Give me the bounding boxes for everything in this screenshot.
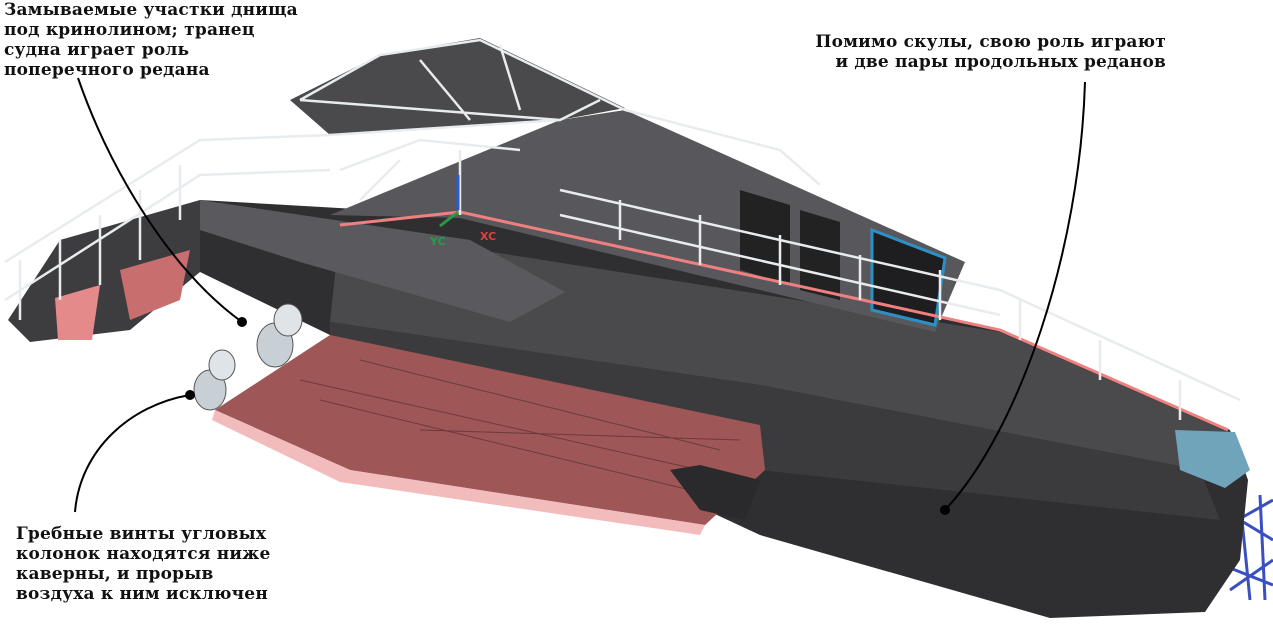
cabin-roof (290, 38, 625, 135)
bottom-washed-area (215, 335, 765, 525)
propeller (193, 349, 236, 411)
railings (4, 38, 1241, 420)
longitudinal-step (670, 465, 760, 520)
stern-pink-facet-2 (120, 250, 190, 320)
stern-pink-facet (55, 285, 100, 340)
leader-lines (74, 77, 1086, 513)
leader-dot (940, 505, 950, 515)
axis-y (439, 210, 459, 228)
bottom-panel-lines (299, 359, 741, 491)
bottom-light-edge (212, 410, 705, 535)
annotation-top-right: Помимо скулы, свою роль играют и две пар… (815, 32, 1166, 72)
deck-edge (339, 210, 1229, 432)
bow-cap (1175, 430, 1250, 488)
leader-dot (237, 317, 247, 327)
support-frame (1209, 494, 1273, 601)
annotation-top-left: Замываемые участки днища под кринолином;… (4, 0, 298, 80)
leader-line-bottom-left (74, 394, 191, 513)
propeller (256, 303, 303, 368)
crinoline (200, 200, 565, 322)
hull-chine-band (330, 322, 1220, 520)
leader-dot (185, 390, 195, 400)
axis-y-label: YC (429, 235, 446, 248)
window-blue-frame (870, 227, 947, 327)
annotation-bottom-left: Гребные винты угловых колонок находятся … (16, 524, 271, 604)
axis-x-label: XC (480, 230, 496, 243)
leader-line-top-left (77, 77, 243, 323)
leader-line-top-right (944, 81, 1086, 511)
